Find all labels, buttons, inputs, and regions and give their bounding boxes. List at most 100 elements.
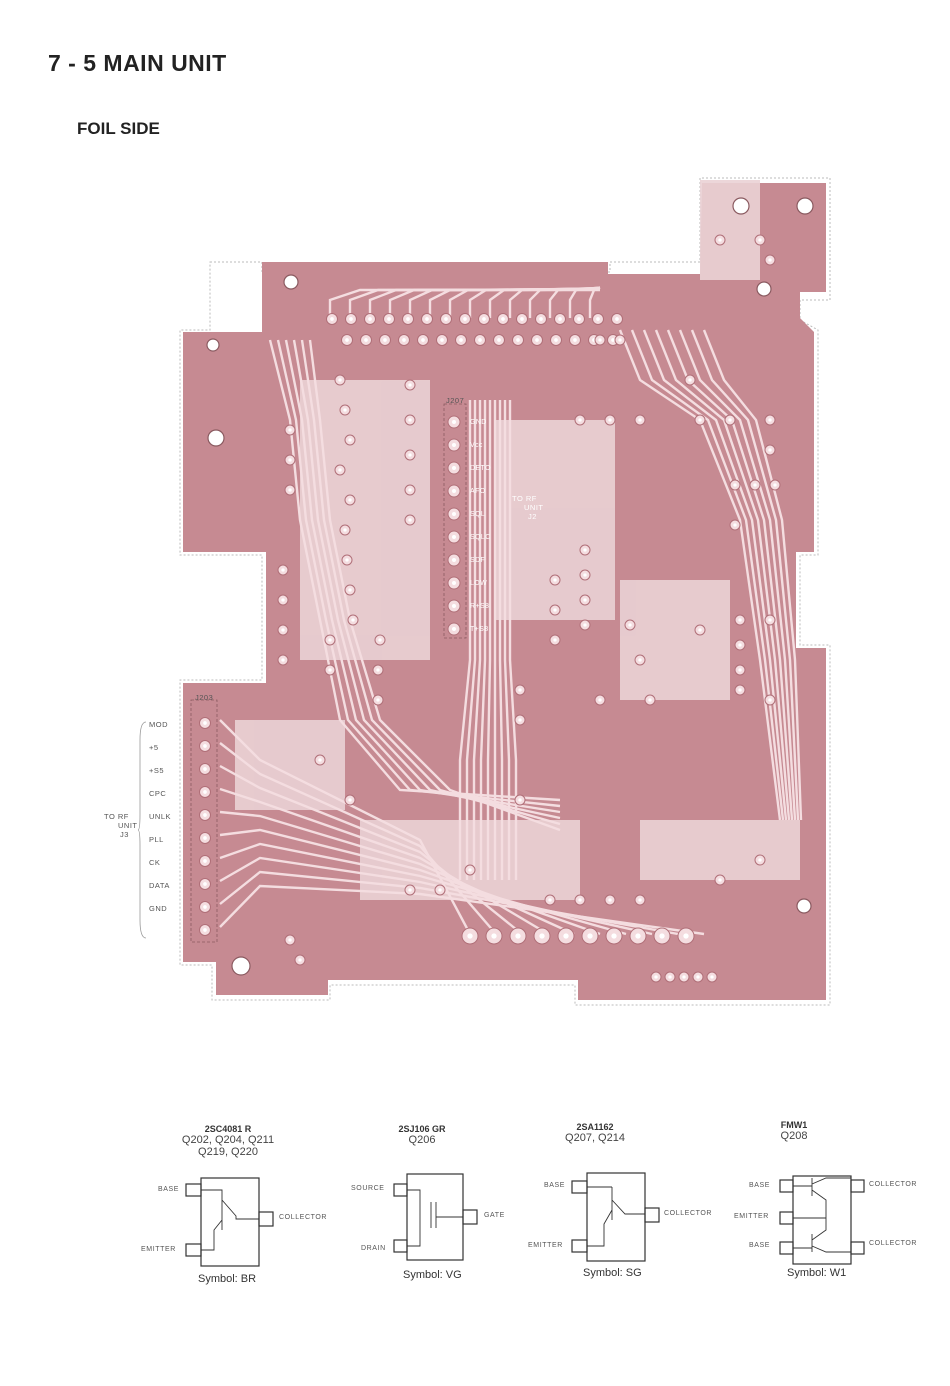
pcb-pad-hole [203,882,207,886]
j203-pin-label: CK [149,858,161,867]
pcb-pad-hole [698,628,702,632]
pcb-pad-hole [635,933,641,939]
pcb-pad-hole [203,836,207,840]
part-number: 2SA1162 [576,1122,614,1132]
pcb-trace [666,329,794,821]
pcb-pad-hole [452,558,456,562]
pcb-trace [465,400,477,880]
j207-outline [443,403,467,639]
j207-pin-label: R+S8 [470,603,490,610]
pcb-pad-hole [364,338,368,342]
pcb-pad-hole [583,573,587,577]
pcb-pad-hole [351,618,355,622]
pcb-pad-hole [452,581,456,585]
pcb-pad-hole [203,721,207,725]
pcb-pad-hole [468,868,472,872]
pcb-pad-hole [378,638,382,642]
pcb-pad-hole [452,627,456,631]
pcb-pad-hole [444,317,448,321]
part-number: FMW1 [780,1120,808,1130]
pcb-pad-hole [203,905,207,909]
pcb-pad-hole [553,578,557,582]
pcb-pad-hole [387,317,391,321]
pcb-trace [284,339,561,814]
pcb-pad-hole [452,489,456,493]
j203-dest-line: J3 [120,830,129,839]
pcb-pad-hole [698,418,702,422]
pcb-pad-hole [768,448,772,452]
pcb-pad-hole [539,317,543,321]
pcb-pad-hole [696,975,700,979]
pcb-pad-hole [383,338,387,342]
terminal-label: SOURCE [351,1185,385,1192]
j207-pin-label: T+S8 [470,626,489,633]
pcb-trace [472,400,482,880]
pcb-pad-hole [628,623,632,627]
pcb-pad-hole [467,933,473,939]
terminal-label: EMITTER [734,1213,769,1220]
terminal-label: EMITTER [141,1246,176,1253]
pcb-pad-hole [768,258,772,262]
j203-brace [138,721,147,939]
pcb-pad-hole [596,317,600,321]
pcb-pad-hole [558,317,562,321]
pcb-pad-hole [203,767,207,771]
pcb-pad-hole [452,604,456,608]
symbol-label: Symbol: SG [583,1267,642,1279]
pcb-pad-hole [338,378,342,382]
pcb-pad-hole [618,338,622,342]
pcb-pad-hole [349,317,353,321]
transistor-block-2sc4081: 2SC4081 R Q202, Q204, Q211 Q219, Q220 [153,1124,303,1158]
pcb-pad-hole [376,668,380,672]
pcb-pad-hole [376,698,380,702]
page-subtitle: FOIL SIDE [77,119,160,138]
pcb-trace [458,400,472,880]
pcb-pad-hole [203,744,207,748]
pcb-pad-hole [539,933,545,939]
pcb-pad-hole [768,418,772,422]
pcb-pad-hole [738,668,742,672]
pcb-pad-hole [408,383,412,387]
pcb-pad-hole [281,568,285,572]
transistor-block-2sj106: 2SJ106 GR Q206 [347,1124,497,1146]
terminal-label: COLLECTOR [869,1181,918,1188]
pcb-pad-hole [611,933,617,939]
j203-ref: J203 [195,693,214,702]
pcb-pad-hole [638,898,642,902]
terminal-label: DRAIN [361,1245,386,1252]
pcb-pad-hole [668,975,672,979]
pcb-pad-hole [515,933,521,939]
pcb-pad-hole [406,317,410,321]
pcb-pad-hole [733,483,737,487]
j203-destination: TO RF UNIT J3 [104,812,138,839]
pcb-pad-hole [535,338,539,342]
pcb-pad-hole [758,238,762,242]
pcb-pad-hole [638,418,642,422]
pcb-pad-hole [368,317,372,321]
pcb-pad-hole [516,338,520,342]
j207-pin-label: SDF [470,557,486,564]
pcb-pad-hole [478,338,482,342]
part-refs: Q219, Q220 [198,1146,258,1158]
pcb-pad-hole [345,338,349,342]
pcb-pad-hole [408,418,412,422]
pcb-pad-hole [578,418,582,422]
pcb-pad-hole [348,798,352,802]
pcb-pad-hole [583,623,587,627]
pcb-pad-hole [683,933,689,939]
pcb-trace [498,400,504,880]
j207-pin-label: Vcc [470,442,483,449]
pcb-pad-hole [718,878,722,882]
pcb-trace [292,339,561,820]
j207-pin-label: SQLC [470,534,491,541]
j207-pin-label: AFO [470,488,486,495]
j203-pin-label: UNLK [149,812,172,821]
part-refs: Q208 [780,1130,808,1142]
pcb-pad-hole [753,483,757,487]
pcb-pad-hole [452,535,456,539]
terminal-label: BASE [544,1182,566,1189]
j203-outline [190,699,218,943]
part-refs: Q202, Q204, Q211 [181,1134,275,1146]
pcb-trace [486,400,492,880]
terminal-label: BASE [158,1186,180,1193]
